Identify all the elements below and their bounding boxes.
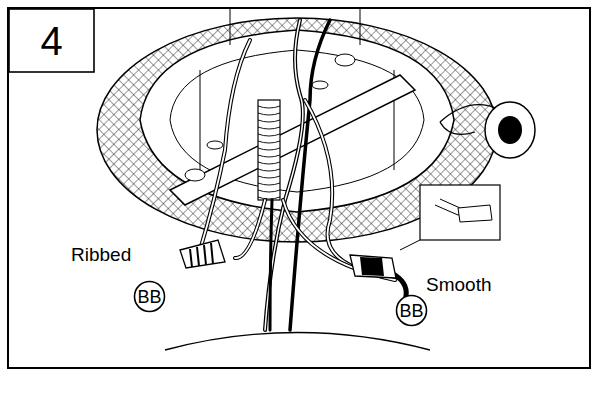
wire-nut-ribbed — [180, 240, 225, 268]
electrical-tape — [440, 102, 535, 158]
conduit — [258, 100, 280, 200]
wire-nut-smooth — [350, 255, 396, 278]
part-callout-circle: BB — [395, 294, 428, 327]
fan-housing — [165, 333, 430, 351]
part-label: Smooth — [425, 275, 492, 296]
callout-letter: BB — [137, 288, 161, 306]
part-label: Ribbed — [70, 245, 132, 266]
step-number-box: 4 — [8, 8, 95, 73]
callout-letter: BB — [399, 302, 423, 320]
step-number: 4 — [40, 21, 62, 61]
wires — [200, 20, 406, 330]
frame — [8, 8, 590, 368]
stripped-wire-inset — [400, 185, 500, 250]
mounting-bracket — [170, 75, 415, 205]
part-callout-circle: BB — [133, 280, 166, 313]
